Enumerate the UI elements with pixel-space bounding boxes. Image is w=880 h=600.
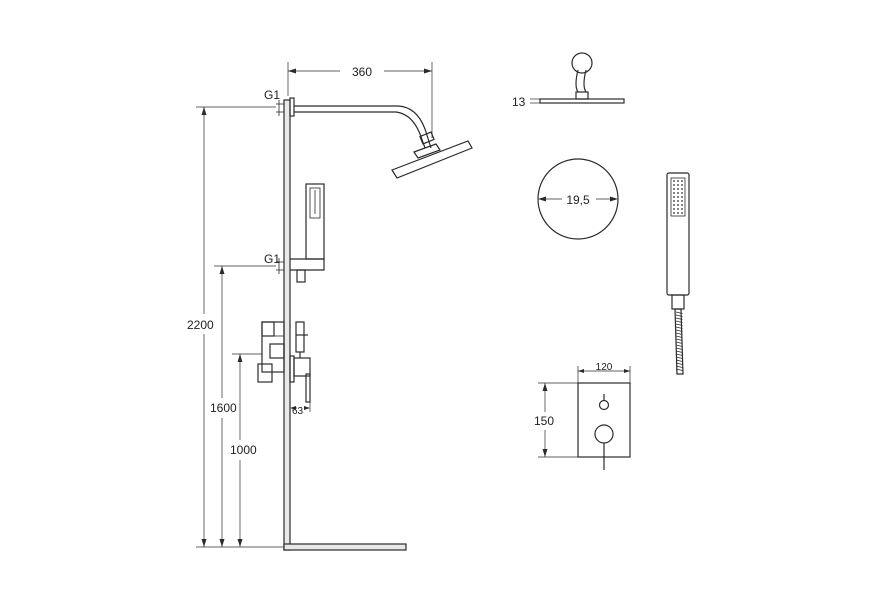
nozzle-dot	[681, 208, 683, 210]
nozzle-dot	[681, 184, 683, 186]
wall-section	[283, 99, 407, 551]
shower-arm-side	[289, 97, 435, 149]
plate-width-label: 120	[596, 362, 613, 373]
hose-ring	[675, 359, 683, 362]
mixer-depth-label: 63	[292, 406, 304, 417]
dimension-plate-height: 150	[534, 382, 578, 458]
hose-texture	[675, 311, 683, 371]
mixer-handle-side	[289, 355, 311, 403]
nozzle-dot	[681, 180, 683, 182]
nozzle-dot	[677, 184, 679, 186]
hose-ring	[675, 323, 683, 326]
nozzle-dot	[677, 200, 679, 202]
concealed-mixer-body	[257, 321, 308, 383]
nozzle-dot	[677, 192, 679, 194]
plate-height-label: 150	[534, 414, 554, 428]
shower-arm-detail	[539, 52, 625, 104]
hose-ring	[675, 314, 683, 317]
nozzle-dot	[673, 192, 675, 194]
mixer-cover-plate	[577, 382, 631, 470]
nozzle-dot	[681, 188, 683, 190]
dimension-arm-height: 13	[512, 95, 540, 109]
nozzle-dot	[673, 184, 675, 186]
height-middle-label: 1600	[210, 401, 237, 415]
dimension-plate-width: 120	[577, 362, 631, 383]
arm-height-label: 13	[512, 95, 526, 109]
nozzle-dot	[673, 212, 675, 214]
nozzle-dot	[673, 180, 675, 182]
hose-ring	[675, 329, 683, 332]
hose-ring	[675, 347, 683, 350]
lower-connection: G1	[264, 252, 284, 274]
hose-ring	[675, 362, 683, 365]
nozzle-dot	[677, 188, 679, 190]
hand-shower-detail	[666, 172, 690, 375]
hose-ring	[675, 341, 683, 344]
shower-head-top-view: 19,5	[537, 158, 619, 240]
hose-ring	[675, 353, 683, 356]
nozzle-dot	[677, 204, 679, 206]
height-total-label: 2200	[187, 318, 214, 332]
nozzle-dot	[677, 196, 679, 198]
nozzle-dot	[673, 188, 675, 190]
nozzle-dot	[673, 208, 675, 210]
head-width-label: 360	[352, 65, 372, 79]
nozzle-dot	[677, 212, 679, 214]
dimension-height-lower: 1000	[230, 353, 262, 547]
nozzle-dot	[681, 204, 683, 206]
rain-shower-head-side	[391, 140, 473, 179]
hand-shower-holder	[290, 183, 325, 283]
upper-connection: G1	[264, 88, 284, 116]
nozzle-dot	[673, 200, 675, 202]
upper-connection-label: G1	[264, 88, 280, 102]
hose-ring	[675, 332, 683, 335]
hose-ring	[675, 311, 683, 314]
hose-ring	[675, 356, 683, 359]
hose-ring	[675, 344, 683, 347]
hose-ring	[675, 368, 683, 371]
nozzle-dot	[681, 200, 683, 202]
nozzle-dot	[673, 196, 675, 198]
nozzle-dot	[681, 212, 683, 214]
nozzle-dot	[681, 192, 683, 194]
head-diameter-label: 19,5	[566, 193, 590, 207]
hand-shower-nozzles	[673, 180, 683, 214]
height-lower-label: 1000	[230, 443, 257, 457]
hose-ring	[675, 317, 683, 320]
nozzle-dot	[681, 196, 683, 198]
dimension-height-middle: 1600	[210, 265, 276, 547]
hose-ring	[675, 326, 683, 329]
hose-ring	[675, 338, 683, 341]
nozzle-dot	[677, 208, 679, 210]
hose-ring	[675, 320, 683, 323]
dimension-mixer-depth: 63	[289, 386, 311, 417]
nozzle-dot	[677, 180, 679, 182]
dimension-height-total: 2200	[187, 106, 284, 548]
dimension-head-width: 360	[287, 62, 433, 138]
nozzle-dot	[673, 204, 675, 206]
hose-ring	[675, 335, 683, 338]
lower-connection-label: G1	[264, 252, 280, 266]
hose-ring	[675, 350, 683, 353]
hose-ring	[675, 365, 683, 368]
